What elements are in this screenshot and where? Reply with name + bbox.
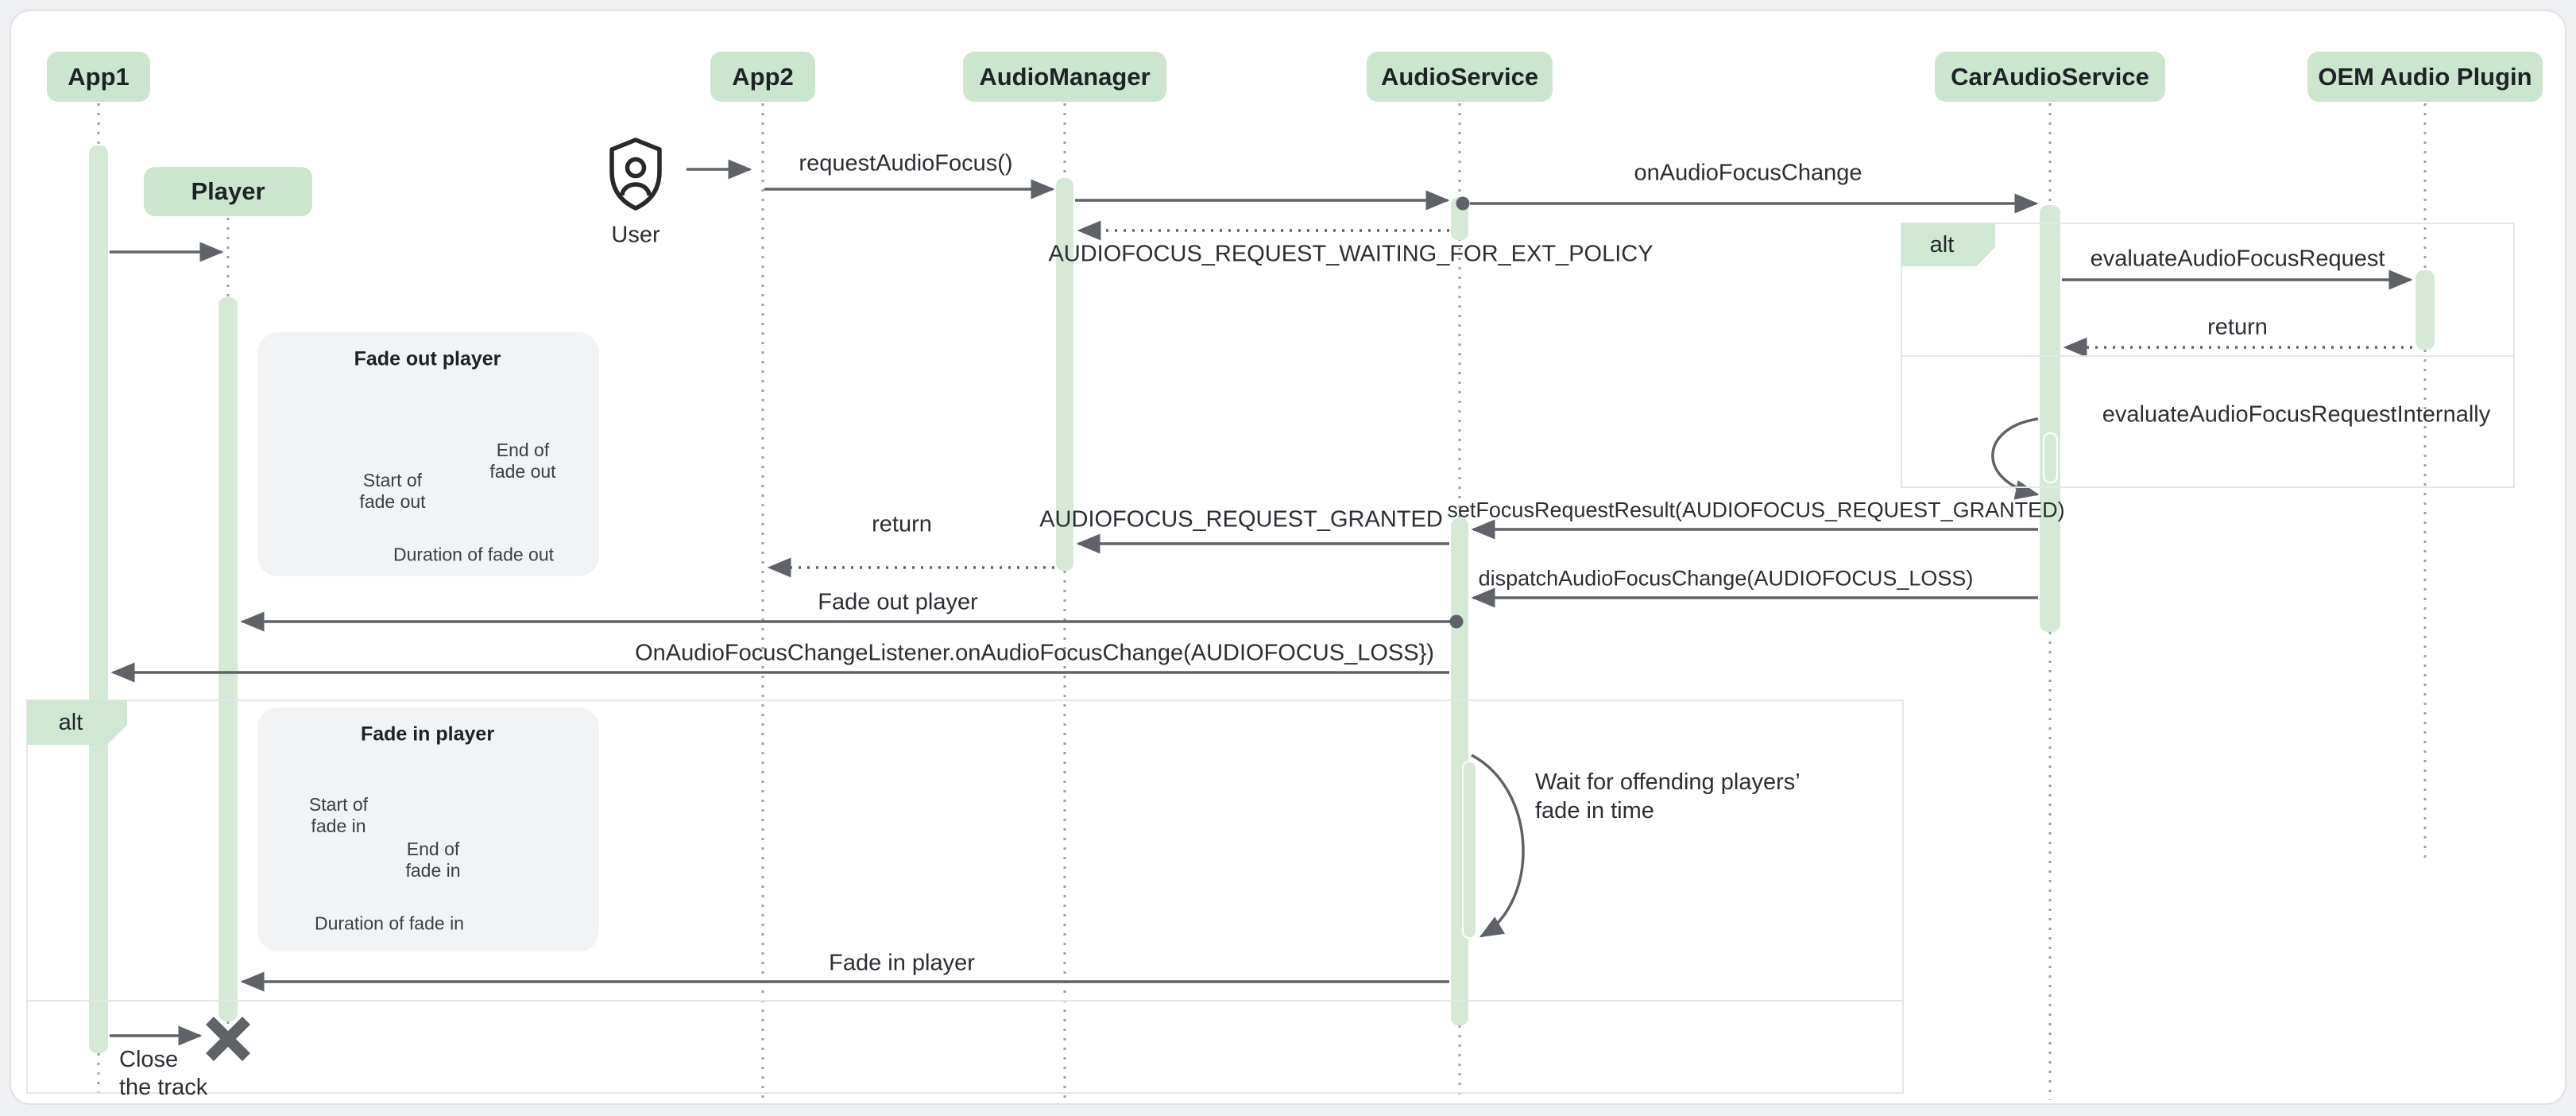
msg-fade-out-player: Fade out player [818, 589, 978, 615]
msg-fade-in-player: Fade in player [829, 950, 975, 976]
fade-in-start-label: Start of fade in [308, 794, 369, 836]
participant-audiomanager: AudioManager [963, 52, 1166, 102]
msg-set-focus-request-result: setFocusRequestResult(AUDIOFOCUS_REQUEST… [1447, 498, 2065, 522]
fade-out-end-label: End of fade out [489, 440, 556, 482]
participant-label: AudioManager [979, 62, 1151, 91]
participant-app1: App1 [47, 52, 150, 102]
msg-waiting-for-ext-policy: AUDIOFOCUS_REQUEST_WAITING_FOR_EXT_POLIC… [1048, 241, 1654, 267]
fade-in-end-label: End of fade in [405, 839, 461, 881]
participant-audioservice: AudioService [1367, 52, 1553, 102]
msg-request-granted: AUDIOFOCUS_REQUEST_GRANTED [1039, 506, 1443, 533]
participant-label: AudioService [1380, 62, 1539, 91]
alt-frame-divider [28, 1000, 1902, 1002]
participant-caraudioservice: CarAudioService [1935, 52, 2165, 102]
msg-close-track: Close the track [119, 1047, 208, 1100]
alt-label-text: alt [58, 709, 83, 735]
fade-out-start-label: Start of fade out [359, 470, 426, 512]
participant-label: OEM Audio Plugin [2318, 62, 2532, 91]
msg-return-granted: return [872, 511, 932, 537]
msg-wait-note: Wait for offending players’ fade in time [1535, 769, 1800, 823]
alt-label-text: alt [1929, 231, 1955, 258]
msg-return-evaluate: return [2207, 314, 2268, 340]
alt-frame-divider [1902, 355, 2513, 357]
alt-frame-focus-evaluation [1901, 223, 2515, 488]
participant-label: CarAudioService [1951, 62, 2149, 91]
msg-on-focus-change-listener: OnAudioFocusChangeListener.onAudioFocusC… [635, 640, 1434, 666]
alt-label: alt [1901, 223, 1995, 266]
fade-out-title: Fade out player [354, 347, 501, 370]
participant-label: Player [191, 177, 265, 205]
alt-label: alt [27, 700, 127, 745]
alt-frame-fade-handling [26, 699, 1904, 1094]
fade-in-title: Fade in player [360, 723, 495, 746]
msg-evaluate-internally: evaluateAudioFocusRequestInternally [2102, 401, 2491, 428]
participant-oem-audio-plugin: OEM Audio Plugin [2307, 52, 2543, 102]
participant-label: App2 [732, 62, 794, 91]
participant-label: App1 [68, 62, 130, 91]
msg-dispatch-change: dispatchAudioFocusChange(AUDIOFOCUS_LOSS… [1478, 566, 1974, 591]
fade-in-duration-label: Duration of fade in [315, 913, 464, 934]
fade-out-duration-label: Duration of fade out [393, 544, 555, 565]
msg-request-audio-focus: requestAudioFocus() [799, 150, 1013, 176]
participant-player: Player [144, 167, 312, 216]
msg-evaluate-audio-focus-request: evaluateAudioFocusRequest [2090, 246, 2385, 272]
user-label: User [611, 222, 660, 248]
participant-app2: App2 [710, 52, 815, 102]
msg-on-audio-focus-change: onAudioFocusChange [1634, 160, 1862, 186]
